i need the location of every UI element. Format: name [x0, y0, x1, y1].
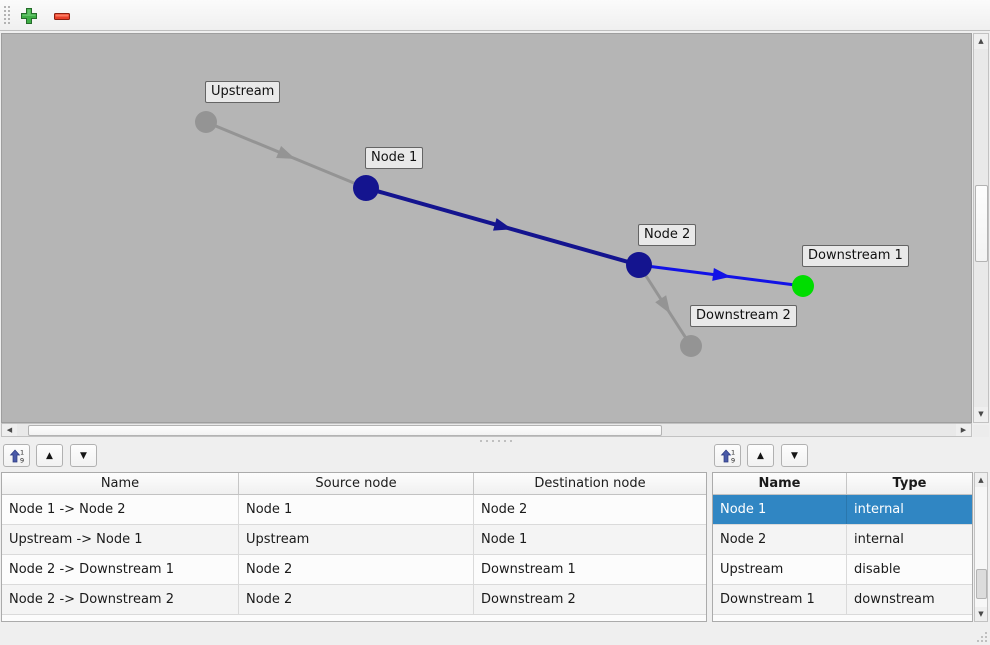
graph-svg	[195, 111, 814, 357]
node-move-down-button[interactable]: ▼	[781, 444, 808, 467]
size-grip-icon[interactable]	[975, 630, 988, 643]
edge-table-header-destination-node[interactable]: Destination node	[534, 476, 646, 491]
edge-table-cell[interactable]: Downstream 1	[481, 562, 576, 577]
node-table-empty-row	[713, 615, 972, 621]
down-arrow-icon: ▼	[80, 450, 87, 461]
svg-text:9: 9	[731, 456, 735, 464]
scrollbar-corner	[973, 425, 989, 438]
edge-table-cell[interactable]: Node 2 -> Downstream 2	[2, 585, 239, 614]
plus-icon	[21, 8, 37, 24]
edge-table-cell[interactable]: Node 2	[239, 555, 474, 584]
horizontal-splitter[interactable]	[0, 437, 990, 444]
node-sort-button[interactable]: 1 9	[714, 444, 741, 467]
down-arrow-icon: ▼	[791, 450, 798, 461]
node-label-node-2[interactable]: Node 2	[638, 224, 697, 246]
edge-sort-button[interactable]: 1 9	[3, 444, 30, 467]
edge-table-cell[interactable]: Node 2	[481, 502, 528, 517]
canvas-hscrollbar[interactable]: ◀ ▶	[1, 423, 972, 437]
edge-table-cell[interactable]: Node 1	[481, 532, 528, 547]
edge-arrowhead-icon	[493, 218, 513, 231]
node-table-header-row: Name Type	[713, 473, 972, 495]
edge-table-cell[interactable]: Upstream -> Node 1	[2, 525, 239, 554]
edge-table-empty-row	[2, 615, 706, 621]
edge-arrowhead-icon	[655, 295, 671, 314]
graph-node-downstream-1[interactable]	[792, 275, 814, 297]
edge-table-header-name[interactable]: Name	[2, 473, 239, 494]
node-table-row[interactable]: Node 2 internal	[713, 525, 972, 555]
sort-ascending-icon: 1 9	[720, 448, 735, 464]
node-table-cell[interactable]: Downstream 1	[713, 585, 847, 614]
edge-table-cell[interactable]: Node 2 -> Downstream 1	[2, 555, 239, 584]
node-label-downstream-2[interactable]: Downstream 2	[690, 305, 797, 327]
edge-table-cell[interactable]: Node 1	[239, 495, 474, 524]
node-table-cell[interactable]: Upstream	[713, 555, 847, 584]
node-table-cell[interactable]: disable	[854, 562, 901, 577]
node-table-cell[interactable]: Node 1	[713, 495, 847, 524]
node-table-vscrollbar[interactable]: ▲ ▼	[974, 472, 988, 622]
edge-move-down-button[interactable]: ▼	[70, 444, 97, 467]
edge-table-cell[interactable]: Upstream	[239, 525, 474, 554]
add-button[interactable]	[18, 5, 40, 27]
graph-node-node-2[interactable]	[626, 252, 652, 278]
node-label-upstream[interactable]: Upstream	[205, 81, 281, 103]
edge-move-up-button[interactable]: ▲	[36, 444, 63, 467]
sort-ascending-icon: 1 9	[9, 448, 24, 464]
node-table-header-type[interactable]: Type	[892, 476, 927, 491]
node-table-cell[interactable]: Node 2	[713, 525, 847, 554]
node-table-row[interactable]: Node 1 internal	[713, 495, 972, 525]
scroll-right-icon[interactable]: ▶	[956, 424, 971, 436]
scroll-left-icon[interactable]: ◀	[2, 424, 17, 436]
edge-table-cell[interactable]: Node 2	[239, 585, 474, 614]
svg-text:1: 1	[20, 448, 24, 456]
remove-button[interactable]	[51, 5, 73, 27]
main-toolbar	[0, 0, 990, 31]
edge-table-header-source-node[interactable]: Source node	[239, 473, 474, 494]
node-table-cell[interactable]: internal	[854, 532, 904, 547]
edge-arrowhead-icon	[712, 268, 731, 281]
minus-icon	[54, 13, 70, 20]
node-table-cell[interactable]: downstream	[854, 592, 935, 607]
edge-arrowhead-icon	[276, 145, 296, 159]
scroll-down-icon[interactable]: ▼	[974, 407, 988, 422]
toolbar-drag-handle[interactable]	[3, 5, 11, 26]
canvas-vscroll-thumb[interactable]	[975, 185, 988, 262]
canvas-hscroll-thumb[interactable]	[28, 425, 662, 436]
graph-node-upstream[interactable]	[195, 111, 217, 133]
node-move-up-button[interactable]: ▲	[747, 444, 774, 467]
up-arrow-icon: ▲	[757, 450, 764, 461]
edge-table-cell[interactable]: Node 1 -> Node 2	[2, 495, 239, 524]
canvas-vscrollbar[interactable]: ▲ ▼	[973, 33, 989, 423]
node-label-node-1[interactable]: Node 1	[365, 147, 424, 169]
svg-text:9: 9	[20, 456, 24, 464]
graph-node-downstream-2[interactable]	[680, 335, 702, 357]
edge-table-cell[interactable]: Downstream 2	[481, 592, 576, 607]
scroll-down-icon[interactable]: ▼	[975, 607, 987, 621]
svg-text:1: 1	[731, 448, 735, 456]
splitter-handle-icon[interactable]	[478, 439, 514, 443]
up-arrow-icon: ▲	[46, 450, 53, 461]
scroll-up-icon[interactable]: ▲	[975, 473, 987, 487]
graph-node-node-1[interactable]	[353, 175, 379, 201]
node-table-vscroll-thumb[interactable]	[976, 569, 987, 599]
node-table-row[interactable]: Downstream 1 downstream	[713, 585, 972, 615]
node-table-row[interactable]: Upstream disable	[713, 555, 972, 585]
node-table-header-name[interactable]: Name	[713, 473, 847, 494]
node-label-downstream-1[interactable]: Downstream 1	[802, 245, 909, 267]
scroll-up-icon[interactable]: ▲	[974, 34, 988, 49]
node-table-cell[interactable]: internal	[854, 502, 904, 517]
